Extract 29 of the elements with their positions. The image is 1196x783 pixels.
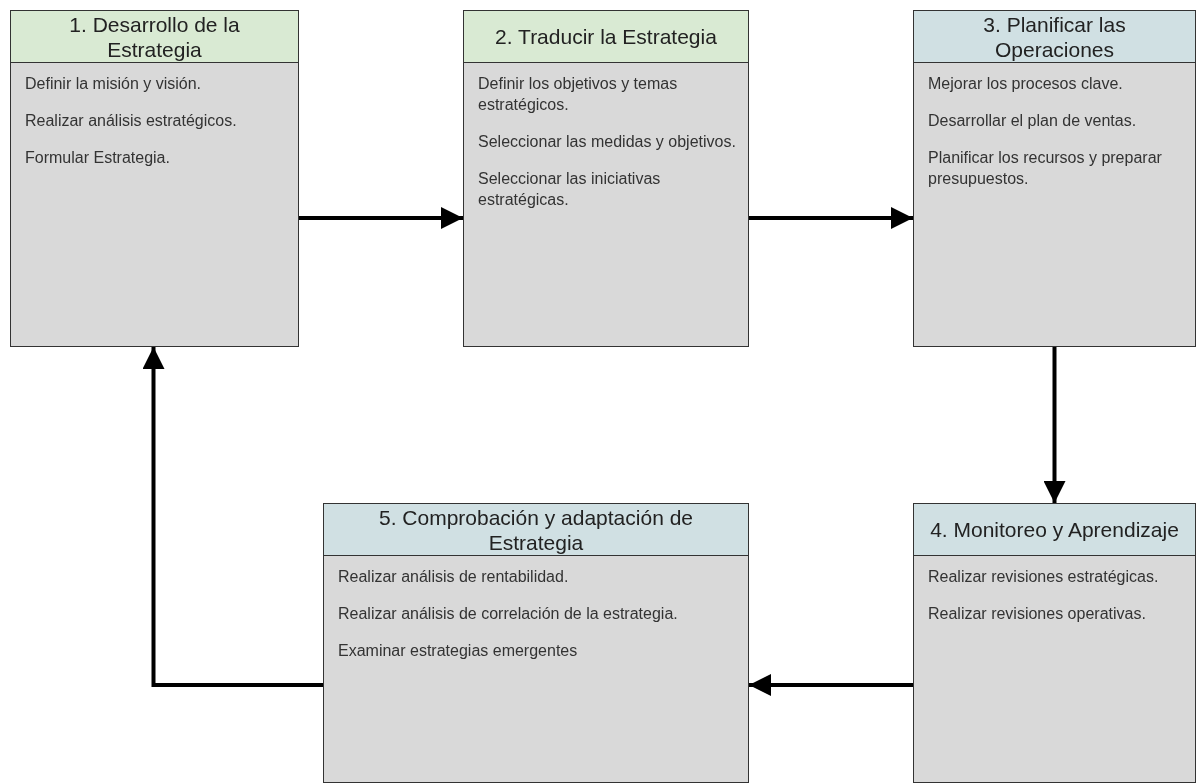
step-text: Formular Estrategia. — [25, 148, 171, 168]
arrow — [142, 347, 323, 687]
step-text: Examinar estrategias emergentes — [338, 641, 579, 661]
process-box — [913, 10, 1196, 347]
step-heading: 4. Monitoreo y Aprendizaje — [930, 517, 1179, 542]
step-text: Realizar revisiones operativas. — [928, 604, 1147, 624]
process-box — [913, 503, 1196, 783]
step-text: Realizar revisiones estratégicas. — [928, 567, 1160, 587]
step-text: Seleccionar las iniciativas estratégicas. — [478, 169, 662, 210]
step-text: Definir los objetivos y temas estratégicos. — [478, 74, 679, 115]
process-box — [463, 10, 749, 347]
arrow — [749, 674, 913, 696]
process-box — [323, 503, 749, 783]
arrow — [749, 207, 913, 229]
step-text: Realizar análisis estratégicos. — [25, 111, 238, 131]
step-heading: 3. Planificar las Operaciones — [982, 11, 1127, 62]
arrow — [1043, 347, 1066, 503]
step-text: Seleccionar las medidas y objetivos. — [478, 132, 736, 152]
step-text: Realizar análisis de correlación de la estrategia. — [338, 604, 679, 624]
step-text: Mejorar los procesos clave. — [928, 74, 1124, 94]
step-text: Desarrollar el plan de ventas. — [928, 111, 1138, 131]
step-heading: 2. Traducir la Estrategia — [495, 24, 717, 49]
step-heading: 5. Comprobación y adaptación de Estrategia — [377, 504, 694, 555]
step-heading: 1. Desarrollo de la Estrategia — [68, 11, 241, 62]
step-text: Realizar análisis de rentabilidad. — [338, 567, 570, 587]
process-box — [10, 10, 299, 347]
arrow — [299, 207, 463, 229]
step-text: Definir la misión y visión. — [25, 74, 203, 94]
step-text: Planificar los recursos y preparar presupuestos. — [928, 148, 1163, 189]
